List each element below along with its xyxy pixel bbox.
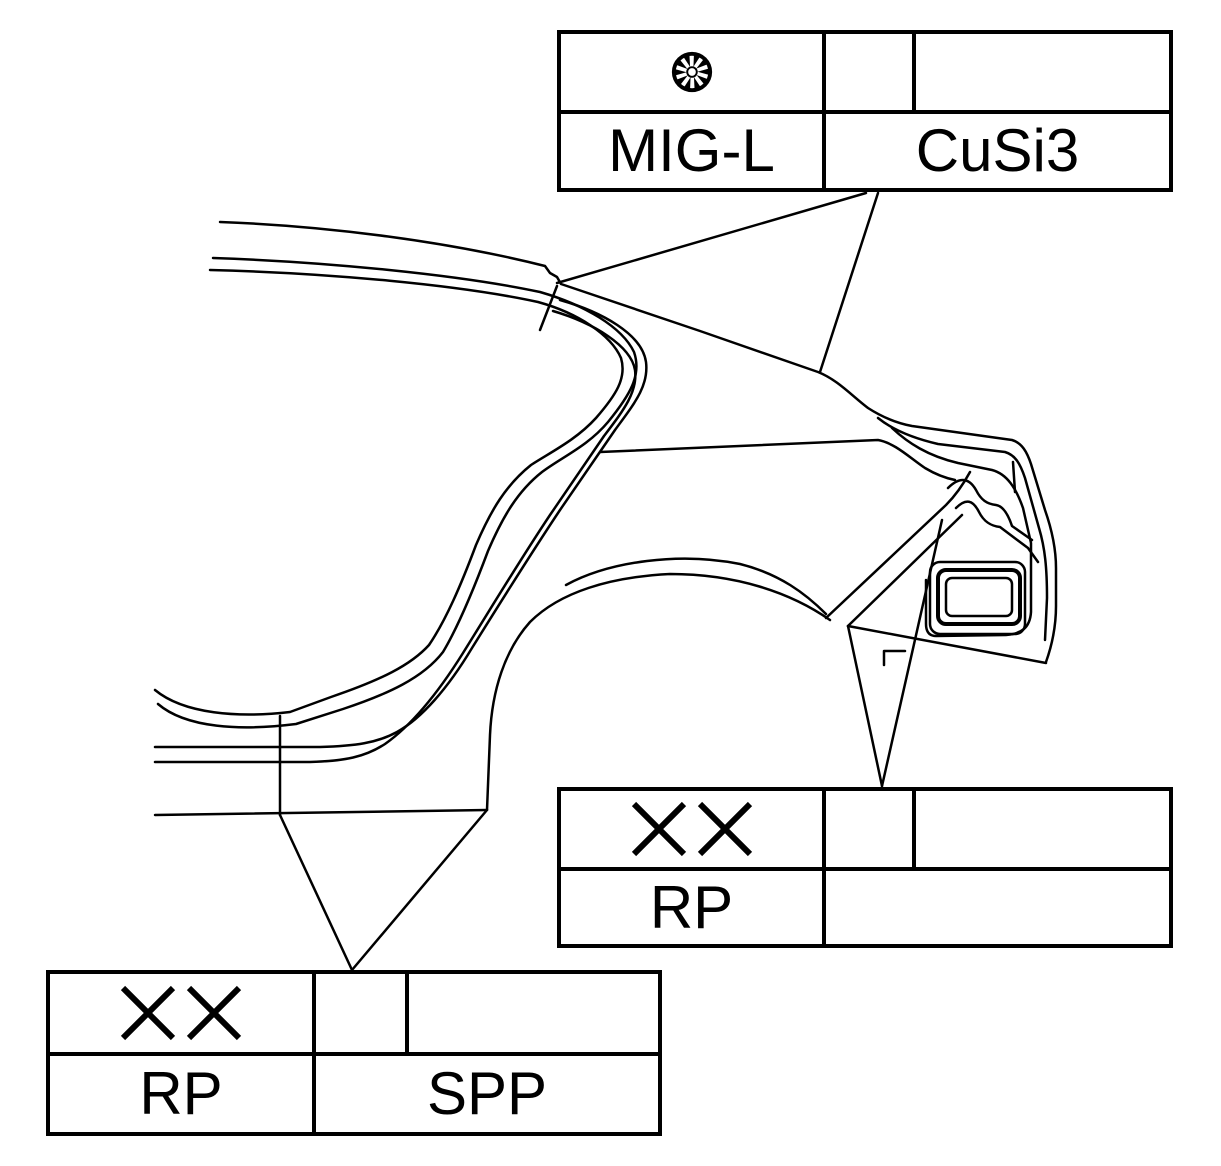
leader-line [555,191,868,285]
callout-material-cell: CuSi3 [826,114,1169,188]
weld-callout: RP [557,787,1173,948]
quarter-panel-lower-line [153,309,637,764]
tail-light-inner [944,576,1014,618]
callout-blank-cell [826,791,916,871]
leader-line [880,518,944,788]
mig-weld-icon-blade [692,55,700,67]
leader-line [278,813,354,972]
callout-symbol-cell [561,791,826,871]
tail-light-lens [936,568,1022,626]
mig-weld-icon-blade [676,75,688,85]
leader-line [818,191,880,374]
x-mark [186,985,242,1041]
tail-light-outer [928,560,1027,636]
callout-process-label: MIG-L [608,117,775,184]
wheel-arch-flare-line [564,557,828,616]
x-mark [697,801,752,857]
door-opening-inner-line [153,268,624,716]
double-x-icon [120,985,242,1041]
quarter-panel-upper-line [153,298,648,749]
callout-process-label: RP [649,873,734,941]
x-mark [120,985,176,1041]
mig-weld-icon-blade [696,68,709,75]
mig-weld-icon-blade [696,74,707,84]
rear-lower-line [846,624,1048,665]
door-opening-outer-line [156,256,638,729]
mig-weld-icon-blade [683,55,690,67]
trunk-detail-line [1011,460,1017,494]
mig-weld-icon-blade [676,60,687,70]
callout-process-label: RP [139,1060,223,1127]
callout-process-cell: MIG-L [561,114,826,188]
mig-weld-icon-hub [685,66,698,78]
callout-blank-cell [826,34,916,114]
mig-weld-icon-blade [683,77,691,89]
belt-line [598,438,957,482]
mig-weld-icon [671,51,712,93]
leader-line [350,808,489,972]
trunk-flange-line [946,478,1034,542]
deck-contour-line [890,426,1033,638]
callout-blank-cell [409,974,658,1056]
roof-outer-line [218,220,1058,664]
sill-bottom-line [153,808,489,817]
callout-material-label: SPP [426,1060,548,1127]
deck-contour-line [876,416,1049,642]
mig-weld-icon-blade [695,59,707,69]
leader-line [846,624,884,788]
weld-callout: RP SPP [46,970,662,1136]
callout-process-cell: RP [561,871,826,944]
rear-diagonal-line [846,513,964,628]
callout-material-cell [826,871,1169,944]
callout-symbol-cell [50,974,316,1056]
callout-material-cell: SPP [316,1056,658,1132]
callout-material-label: CuSi3 [915,117,1080,184]
trunk-flange-line [954,500,1040,564]
rear-bracket-line [882,649,907,667]
mig-weld-icon-blade [693,77,700,89]
double-x-icon [631,801,752,857]
callout-blank-cell [916,791,1169,871]
callout-blank-cell [316,974,409,1056]
mig-weld-icon-blade [674,69,687,76]
section-cut-line [538,284,559,332]
rear-diagonal-line [824,470,972,620]
wheel-arch-inner-line [485,572,832,812]
mig-weld-icon-blades [674,55,709,89]
weld-callout: MIG-L CuSi3 [557,30,1173,192]
x-mark [631,801,686,857]
callout-process-cell: RP [50,1056,316,1132]
callout-symbol-cell [561,34,826,114]
callout-blank-cell [916,34,1169,114]
